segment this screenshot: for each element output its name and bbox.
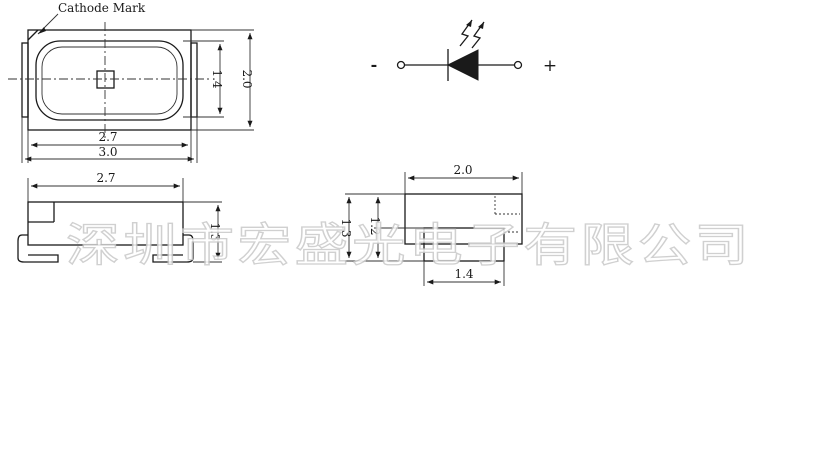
- emission-arrow: [471, 21, 485, 49]
- emission-arrow: [459, 19, 473, 47]
- label-top-inner-height: 1.4: [210, 69, 224, 88]
- label-side-height: 1.3: [208, 222, 222, 241]
- diode-symbol: - +: [371, 19, 557, 81]
- label-end-body-height: 1.3: [339, 218, 353, 237]
- label-end-lens-height: 1.2: [368, 216, 382, 235]
- label-end-width: 2.0: [453, 163, 472, 177]
- label-side-width: 2.7: [96, 171, 115, 185]
- end-view-body: [404, 193, 523, 245]
- top-view-right-tab: [190, 42, 198, 118]
- label-top-outer-height: 2.0: [240, 69, 254, 88]
- label-top-outer-width: 3.0: [98, 145, 117, 159]
- top-view-left-tab: [21, 42, 29, 118]
- cathode-terminal: [396, 60, 406, 70]
- side-view-body: [27, 201, 184, 246]
- emission-arrowhead: [478, 22, 484, 29]
- end-view-base: [423, 227, 505, 262]
- label-top-inner-width: 2.7: [98, 130, 117, 144]
- top-view-lens: [35, 40, 184, 121]
- top-view-body-outline: [27, 29, 192, 131]
- side-view-left-lead: [17, 234, 59, 263]
- diode-triangle: [446, 49, 479, 81]
- emission-arrowhead: [466, 20, 472, 27]
- end-view: 2.0 1.3 1.2 1.4: [339, 163, 523, 286]
- cathode-mark-arrowhead: [38, 27, 46, 34]
- cathode-mark-label: Cathode Mark: [58, 1, 146, 15]
- company-watermark: 深圳市宏盛光电子有限公司: [66, 218, 752, 272]
- label-minus: -: [371, 55, 378, 74]
- cathode-mark-chamfer: [27, 29, 39, 41]
- label-end-base-width: 1.4: [454, 267, 473, 281]
- top-view-lens-inner: [41, 46, 178, 115]
- top-view: Cathode Mark 1.4 2.0 2.7 3.0: [8, 1, 254, 163]
- label-plus: +: [543, 56, 557, 76]
- top-view-die: [96, 70, 115, 89]
- anode-terminal: [513, 60, 523, 70]
- side-view: 2.7 1.3: [17, 171, 222, 263]
- side-view-right-lead: [152, 234, 194, 263]
